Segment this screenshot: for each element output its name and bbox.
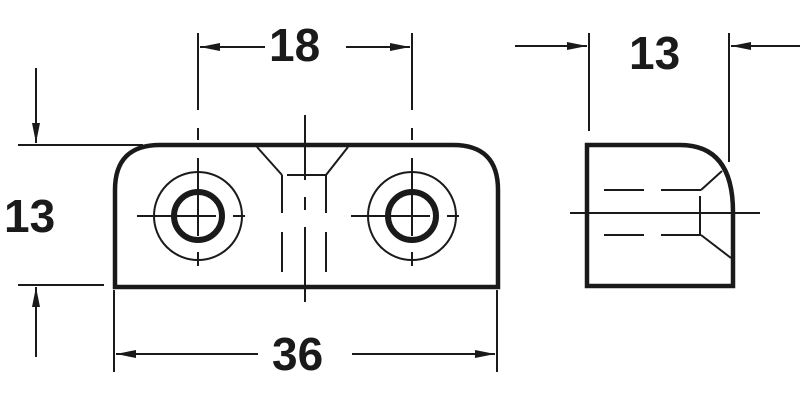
dimension-overall-height [18, 68, 143, 357]
dimension-label-overall-height: 13 [0, 193, 60, 239]
side-view-outline [570, 142, 760, 289]
dimension-label-side-depth: 13 [625, 30, 685, 76]
side-view-hidden-hole-icon [604, 170, 732, 259]
front-view-outline [112, 142, 501, 290]
dimension-overall-length [113, 290, 498, 372]
right-screw-hole-icon [351, 128, 459, 266]
center-countersink-hole-icon [256, 115, 349, 302]
dimension-hole-spacing [197, 33, 413, 110]
dimension-label-overall-length: 36 [268, 331, 328, 377]
left-screw-hole-icon [137, 128, 245, 266]
dimension-label-hole-spacing: 18 [265, 22, 325, 68]
dimension-side-depth [515, 33, 800, 162]
